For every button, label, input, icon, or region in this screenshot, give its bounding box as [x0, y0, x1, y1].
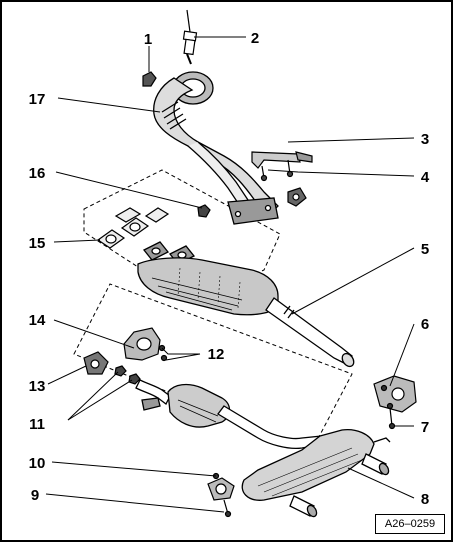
leader-11a	[67, 371, 119, 421]
leader-10	[51, 461, 217, 477]
rear-hanger-bracket	[373, 375, 417, 430]
callout-2: 2	[251, 30, 259, 47]
callout-13: 13	[29, 378, 46, 395]
leader-12b	[165, 353, 201, 361]
bracket-group-boundary	[73, 283, 353, 451]
leader-17	[57, 97, 161, 113]
flange-gaskets	[96, 207, 170, 249]
clamp-bracket	[123, 327, 168, 362]
sensor-nut	[142, 71, 157, 87]
catalytic-converter	[137, 241, 355, 368]
leader-6	[389, 323, 415, 387]
callout-17: 17	[29, 91, 46, 108]
rear-muffler	[241, 428, 391, 518]
leader-14	[53, 319, 135, 349]
callout-10: 10	[29, 455, 46, 472]
callout-4: 4	[421, 169, 430, 186]
leader-5	[291, 247, 415, 315]
leader-13	[47, 365, 87, 385]
leader-12a	[161, 347, 200, 355]
leader-lines	[45, 36, 415, 513]
front-exhaust-pipe	[153, 71, 279, 225]
leader-8	[347, 467, 415, 499]
callout-labels: 1 2 3 4 5 6 7 8 9 10 11 12 13 14 15 16 1…	[29, 30, 430, 508]
leader-9	[45, 493, 225, 513]
heat-shield-bracket	[251, 151, 313, 182]
callout-15: 15	[29, 235, 46, 252]
leader-11b	[67, 379, 133, 421]
flange-nut	[197, 204, 211, 218]
callout-14: 14	[29, 312, 46, 329]
rubber-mount	[287, 187, 307, 207]
flange-group-boundary	[83, 169, 281, 303]
callout-11: 11	[29, 416, 45, 433]
callout-12: 12	[208, 346, 225, 363]
clamp-nuts	[114, 365, 141, 385]
muffler-clamp	[207, 472, 235, 518]
reference-code-box: A26–0259	[375, 514, 445, 534]
leader-4	[267, 169, 415, 177]
callout-3: 3	[421, 131, 429, 148]
callout-5: 5	[421, 241, 429, 258]
callout-9: 9	[31, 487, 39, 504]
callout-16: 16	[29, 165, 46, 182]
callout-8: 8	[421, 491, 429, 508]
assembly-boundaries	[73, 169, 353, 451]
leader-15	[53, 239, 101, 243]
callout-7: 7	[421, 419, 429, 436]
callout-1: 1	[144, 31, 152, 48]
leader-3	[287, 137, 415, 143]
leader-16	[55, 171, 203, 209]
callout-6: 6	[421, 316, 429, 333]
rubber-hanger	[83, 351, 109, 375]
